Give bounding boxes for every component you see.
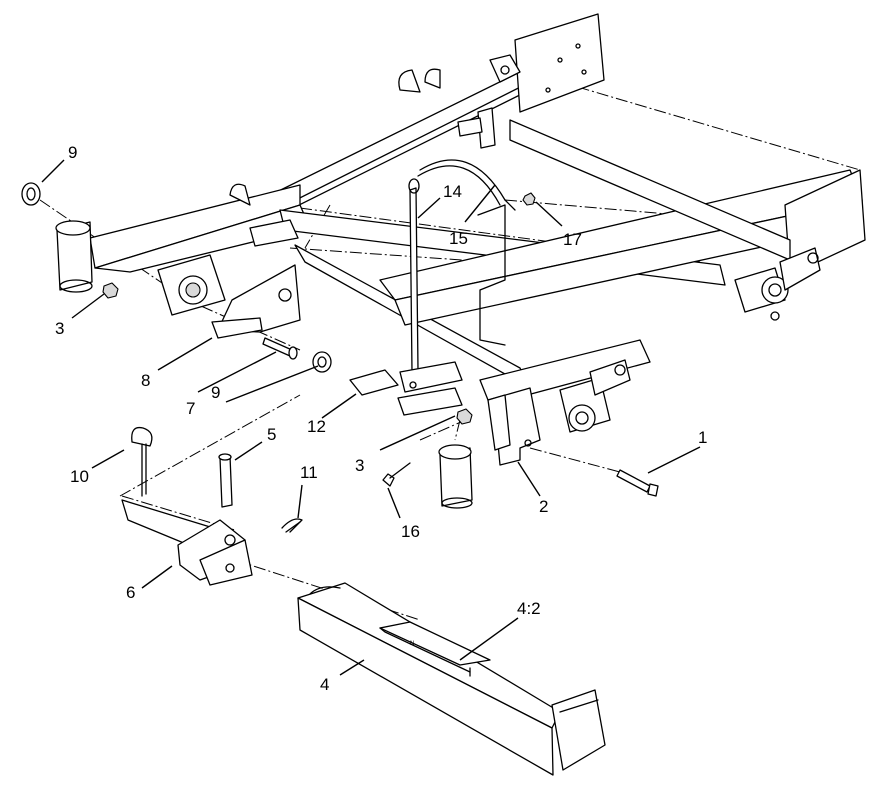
callout-10: 10 bbox=[70, 467, 89, 486]
assembly-centerlines bbox=[39, 69, 861, 621]
callout-2: 2 bbox=[539, 497, 548, 516]
callout-3-left: 3 bbox=[55, 319, 64, 338]
main-frame bbox=[89, 13, 866, 406]
nut-17 bbox=[522, 192, 536, 206]
callout-8: 8 bbox=[141, 371, 150, 390]
bolt-7 bbox=[262, 337, 298, 360]
hidden-outline bbox=[477, 204, 506, 346]
cable-15 bbox=[417, 159, 516, 211]
callout-4: 4 bbox=[320, 675, 329, 694]
bracket-2 bbox=[487, 387, 541, 466]
callout-12: 12 bbox=[307, 417, 326, 436]
right-pivot-assembly bbox=[734, 247, 821, 321]
callout-4-2: 4:2 bbox=[517, 599, 541, 618]
front-pivot-assembly bbox=[559, 359, 631, 433]
callout-6: 6 bbox=[126, 583, 135, 602]
callout-9-lower: 9 bbox=[211, 383, 220, 402]
callout-5: 5 bbox=[267, 425, 276, 444]
rod-14 bbox=[408, 178, 420, 373]
callout-14: 14 bbox=[443, 182, 462, 201]
nut-3-left bbox=[102, 282, 119, 299]
center-caster-sleeve bbox=[438, 444, 473, 509]
callout-9-top: 9 bbox=[68, 143, 77, 162]
pin-10 bbox=[131, 426, 153, 497]
callout-3-center: 3 bbox=[355, 456, 364, 475]
callout-15: 15 bbox=[449, 229, 468, 248]
callout-7: 7 bbox=[186, 399, 195, 418]
left-caster-sleeve bbox=[55, 220, 93, 293]
hitch-bracket-6 bbox=[121, 499, 253, 586]
callout-11: 11 bbox=[300, 463, 318, 482]
washer-9-top bbox=[21, 182, 41, 206]
decal-label: N bbox=[410, 641, 414, 647]
leader-lines bbox=[41, 159, 701, 676]
screw-16 bbox=[382, 462, 411, 487]
callout-17: 17 bbox=[563, 230, 582, 249]
pin-5 bbox=[218, 453, 233, 508]
callout-labels: 9 3 8 7 9 14 15 17 12 3 1 2 5 11 10 16 6… bbox=[55, 143, 707, 694]
clip-11 bbox=[281, 518, 303, 533]
callout-16: 16 bbox=[401, 522, 420, 541]
washer-9-lower bbox=[312, 351, 332, 373]
plate-12 bbox=[349, 361, 463, 416]
left-pivot-bracket bbox=[157, 219, 301, 339]
bolt-1 bbox=[616, 469, 659, 497]
callout-1: 1 bbox=[698, 428, 707, 447]
tongue-4 bbox=[297, 582, 606, 776]
nut-3-center bbox=[456, 408, 473, 425]
